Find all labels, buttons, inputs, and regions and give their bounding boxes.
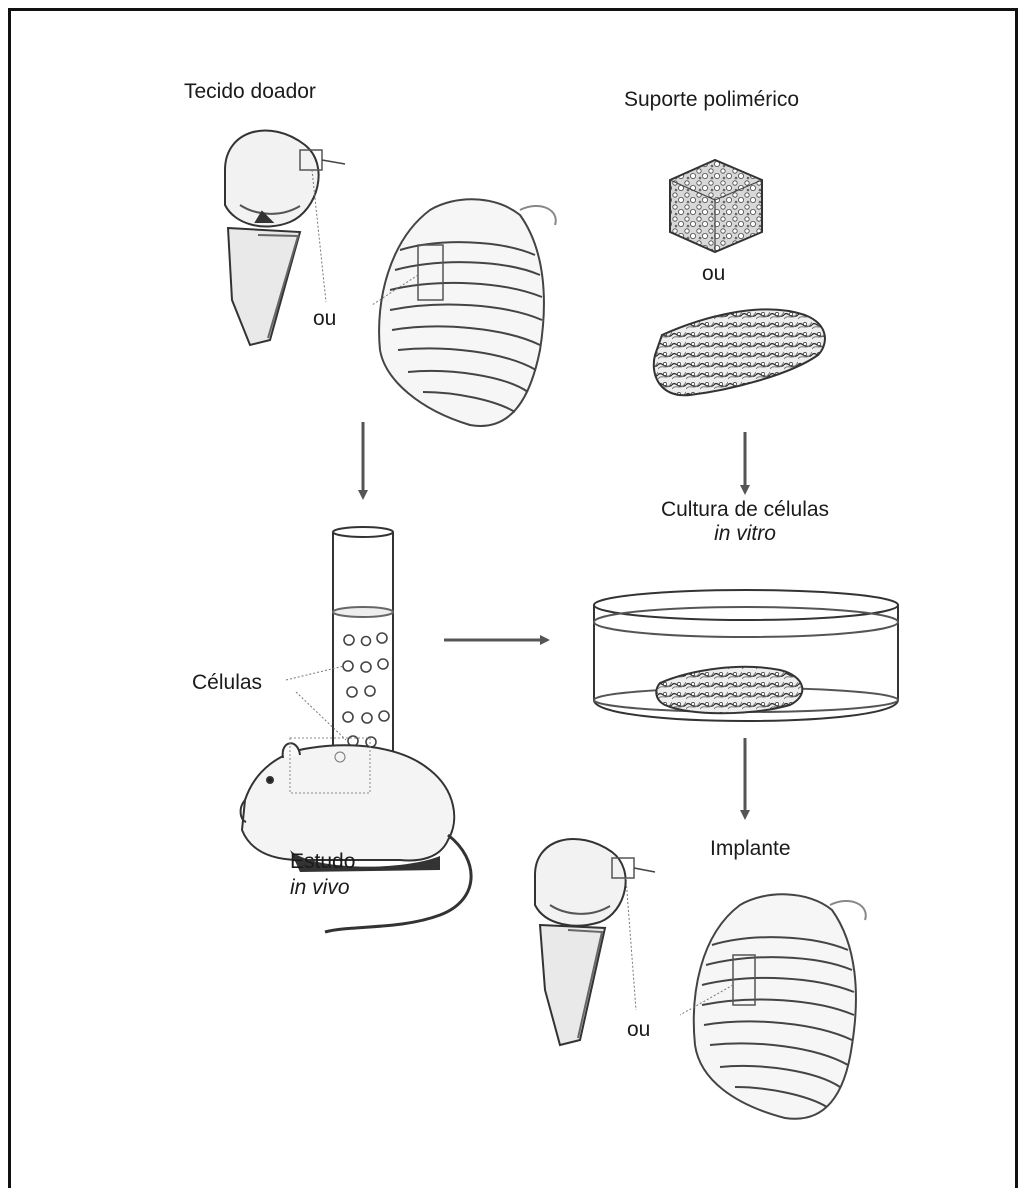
implant-ribcage-illustration xyxy=(680,894,866,1118)
label-or-top-left: ou xyxy=(313,307,336,331)
label-polymer-support: Suporte polimérico xyxy=(624,88,799,112)
implant-knee-illustration xyxy=(535,839,655,1045)
label-donor-tissue: Tecido doador xyxy=(184,80,316,104)
donor-ribcage-illustration xyxy=(372,199,556,426)
polymer-fiber-mesh xyxy=(654,309,825,395)
polymer-sponge-cube xyxy=(670,160,762,252)
label-or-top-right: ou xyxy=(702,262,725,286)
rat-illustration xyxy=(241,738,472,932)
label-in-vivo: in vivo xyxy=(290,876,350,900)
label-in-vitro: in vitro xyxy=(620,522,870,546)
label-or-bottom: ou xyxy=(627,1018,650,1042)
label-study: Estudo xyxy=(290,850,355,874)
label-cells: Células xyxy=(192,671,262,695)
test-tube-with-cells xyxy=(286,527,393,767)
label-cell-culture: Cultura de células xyxy=(620,498,870,522)
label-implant: Implante xyxy=(710,837,791,861)
petri-dish-culture xyxy=(594,590,898,721)
